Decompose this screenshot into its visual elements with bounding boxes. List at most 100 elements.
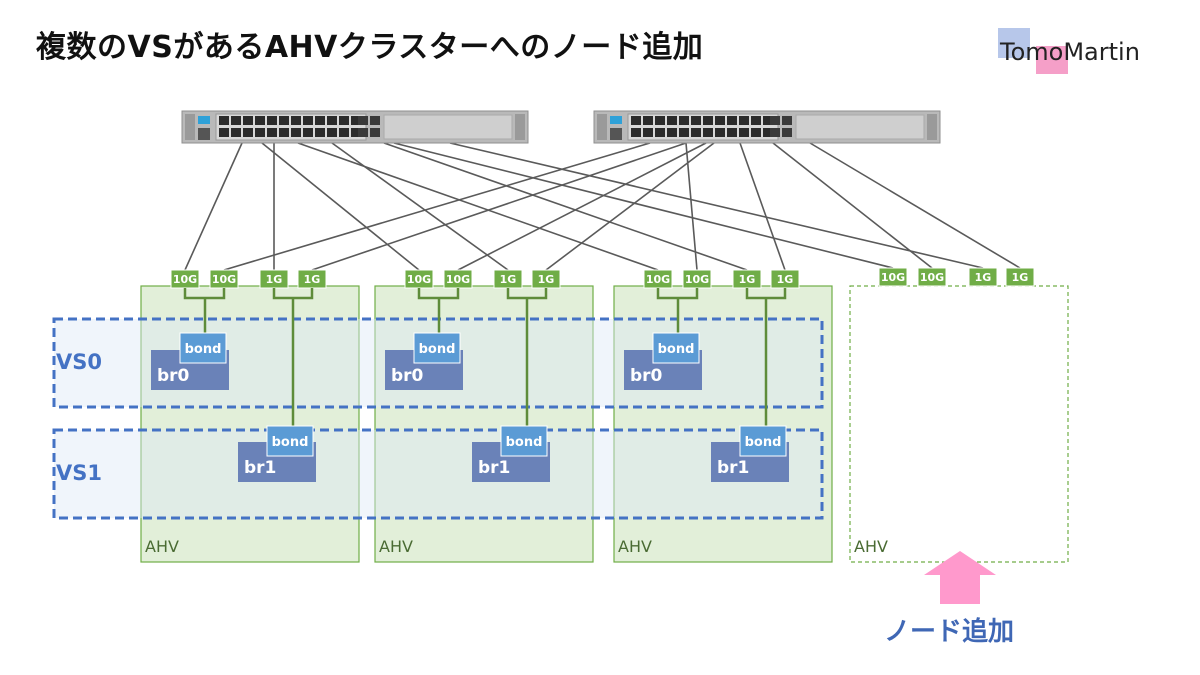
nic-port-label: 10G — [881, 271, 905, 284]
vs-label: VS1 — [56, 461, 102, 485]
network-cable — [311, 142, 687, 271]
switch-port — [715, 128, 725, 137]
switch-console-port — [610, 128, 622, 140]
nic-port-label: 10G — [920, 271, 944, 284]
bond-label: bond — [185, 342, 222, 357]
switch-port — [291, 116, 301, 125]
switch-ear — [515, 114, 525, 140]
switch-a — [181, 110, 529, 144]
switch-port — [631, 128, 641, 137]
nic-port-label: 10G — [407, 273, 431, 286]
switch-port — [751, 128, 761, 137]
switch-led — [610, 116, 622, 124]
network-cable — [297, 142, 659, 271]
bond-box — [739, 425, 787, 457]
bridge-label: br0 — [630, 366, 663, 386]
ahv-node-label: AHV — [379, 537, 413, 556]
switch-port — [279, 128, 289, 137]
ahv-node-box — [613, 285, 833, 563]
nic-port-label: 10G — [646, 273, 670, 286]
switch-port — [315, 128, 325, 137]
nic-port-label: 10G — [446, 273, 470, 286]
switch-port — [763, 128, 773, 137]
vs-area-1 — [52, 428, 824, 520]
switch-uplink-port — [782, 128, 792, 137]
switch-uplink-port — [358, 116, 368, 125]
switch-port — [763, 116, 773, 125]
switch-port — [739, 128, 749, 137]
switch-port — [267, 128, 277, 137]
switch-ear — [597, 114, 607, 140]
switch-port — [715, 116, 725, 125]
switch-port — [219, 116, 229, 125]
nic-port-label: 10G — [173, 273, 197, 286]
switch-blank-panel — [383, 114, 513, 140]
switch-port — [303, 116, 313, 125]
bond-label: bond — [506, 435, 543, 450]
switch-port — [703, 128, 713, 137]
switch-port — [327, 116, 337, 125]
nic-port-label: 1G — [777, 273, 794, 286]
vs-label: VS0 — [56, 350, 102, 374]
switch-port — [691, 116, 701, 125]
bond-label: bond — [745, 435, 782, 450]
switch-port — [339, 116, 349, 125]
switch-port — [243, 116, 253, 125]
bond-label: bond — [272, 435, 309, 450]
bond-box — [652, 332, 700, 364]
switch-port — [351, 128, 361, 137]
network-cable — [449, 142, 984, 269]
add-node-label: ノード追加 — [884, 617, 1015, 647]
network-cable — [457, 142, 707, 271]
switch-port — [339, 128, 349, 137]
switch-port — [631, 116, 641, 125]
switch-uplink-port — [370, 128, 380, 137]
bond-box — [266, 425, 314, 457]
network-cable — [184, 142, 243, 271]
switch-uplink-port — [370, 116, 380, 125]
brand-logo: TomoMartin — [994, 26, 1154, 74]
ahv-node-label: AHV — [145, 537, 179, 556]
switch-port — [231, 128, 241, 137]
switch-uplink-port — [358, 128, 368, 137]
logo-square-blue — [998, 28, 1030, 58]
bond-box — [500, 425, 548, 457]
switch-port — [655, 116, 665, 125]
nic-port — [917, 267, 947, 287]
network-cable — [261, 142, 420, 271]
bond-box — [179, 332, 227, 364]
switch-port — [351, 116, 361, 125]
switch-ear — [185, 114, 195, 140]
add-node-arrow-icon — [924, 551, 996, 604]
switch-port — [703, 116, 713, 125]
switch-port — [327, 128, 337, 137]
switch-port — [655, 128, 665, 137]
nic-port-label: 10G — [212, 273, 236, 286]
bridge-label: br0 — [157, 366, 190, 386]
switch-ear — [927, 114, 937, 140]
bond-box — [413, 332, 461, 364]
switch-b — [593, 110, 941, 144]
nic-port-label: 1G — [975, 271, 992, 284]
switch-port — [255, 128, 265, 137]
bridge-label: br1 — [244, 458, 276, 478]
bridge-label: br1 — [717, 458, 749, 478]
switch-port — [643, 116, 653, 125]
switch-port — [643, 128, 653, 137]
network-cable — [383, 142, 748, 271]
bridge-label: br1 — [478, 458, 510, 478]
switch-port — [279, 116, 289, 125]
switch-port — [315, 116, 325, 125]
page-title: 複数のVSがあるAHVクラスターへのノード追加 — [36, 30, 704, 65]
switch-port — [667, 116, 677, 125]
switch-port — [679, 128, 689, 137]
nic-port — [968, 267, 998, 287]
network-cable — [393, 142, 894, 269]
nic-port-label: 1G — [1012, 271, 1029, 284]
cable-layer — [184, 142, 1021, 271]
switch-port — [243, 128, 253, 137]
switch-port — [255, 116, 265, 125]
node-layer — [140, 285, 1069, 563]
switch-port — [727, 128, 737, 137]
